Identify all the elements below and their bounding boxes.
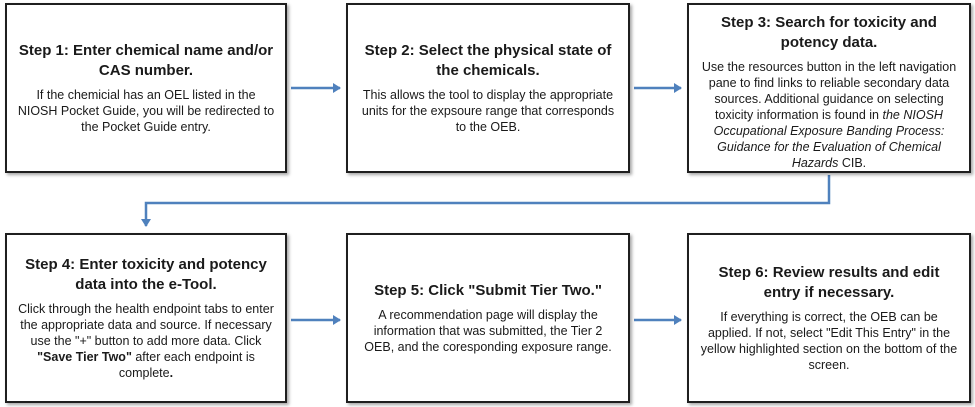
step-4-desc-part-a: Click through the health endpoint tabs t… [18, 302, 274, 348]
step-1-box: Step 1: Enter chemical name and/or CAS n… [5, 3, 287, 173]
step-5-description: A recommendation page will display the i… [364, 308, 612, 354]
step-6-title: Step 6: Review results and edit entry if… [718, 264, 940, 301]
step-6-description: If everything is correct, the OEB can be… [700, 310, 958, 372]
step-5-box: Step 5: Click "Submit Tier Two." A recom… [346, 233, 630, 403]
step-4-desc-part-b: after each endpoint is complete [118, 350, 255, 380]
arrow-step3-to-step4 [141, 175, 831, 227]
step-3-title: Step 3: Search for toxicity and potency … [721, 14, 937, 51]
step-4-save-label: "Save Tier Two" [37, 350, 132, 364]
step-3-description: Use the resources button in the left nav… [699, 59, 959, 171]
step-2-description: This allows the tool to display the appr… [361, 88, 615, 134]
step-3-box: Step 3: Search for toxicity and potency … [687, 3, 971, 173]
step-4-desc-end: . [169, 366, 174, 380]
step-4-title: Step 4: Enter toxicity and potency data … [25, 256, 267, 293]
step-1-title: Step 1: Enter chemical name and/or CAS n… [18, 42, 274, 79]
step-2-title: Step 2: Select the physical state of the… [364, 42, 612, 79]
step-6-box: Step 6: Review results and edit entry if… [687, 233, 971, 403]
step-5-title: Step 5: Click "Submit Tier Two." [374, 282, 602, 299]
step-3-desc-part-b: CIB. [838, 156, 867, 170]
step-3-desc-part-a: Use the resources button in the left nav… [701, 60, 957, 122]
step-2-box: Step 2: Select the physical state of the… [346, 3, 630, 173]
step-4-box: Step 4: Enter toxicity and potency data … [5, 233, 287, 403]
step-4-description: Click through the health endpoint tabs t… [17, 301, 275, 381]
step-1-description: If the chemicial has an OEL listed in th… [17, 88, 275, 134]
step-3-cib-title: the NIOSH Occupational Exposure Banding … [713, 108, 945, 170]
